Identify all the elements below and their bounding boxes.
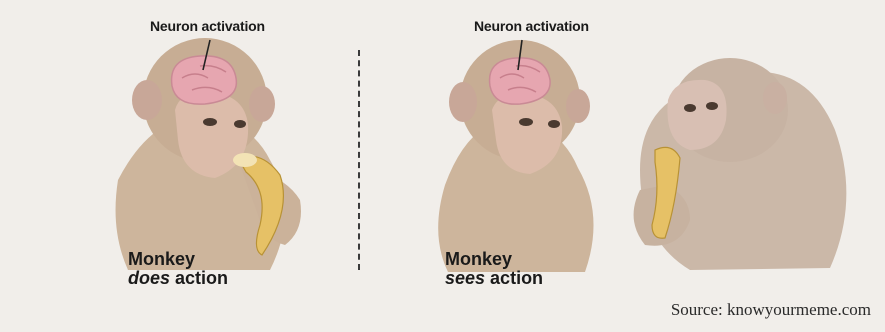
dashed-divider — [358, 50, 360, 270]
source-credit: Source: knowyourmeme.com — [671, 300, 871, 320]
caption-line2: sees action — [445, 269, 543, 288]
caption-verb: does — [128, 268, 170, 288]
caption-rest: action — [485, 268, 543, 288]
caption-line2: does action — [128, 269, 228, 288]
neuron-activation-label-right: Neuron activation — [474, 18, 589, 34]
caption-verb: sees — [445, 268, 485, 288]
neuron-activation-label-left: Neuron activation — [150, 18, 265, 34]
caption-line1: Monkey — [445, 250, 543, 269]
caption-sees-action: Monkey sees action — [445, 250, 543, 288]
caption-rest: action — [170, 268, 228, 288]
caption-does-action: Monkey does action — [128, 250, 228, 288]
caption-line1: Monkey — [128, 250, 228, 269]
